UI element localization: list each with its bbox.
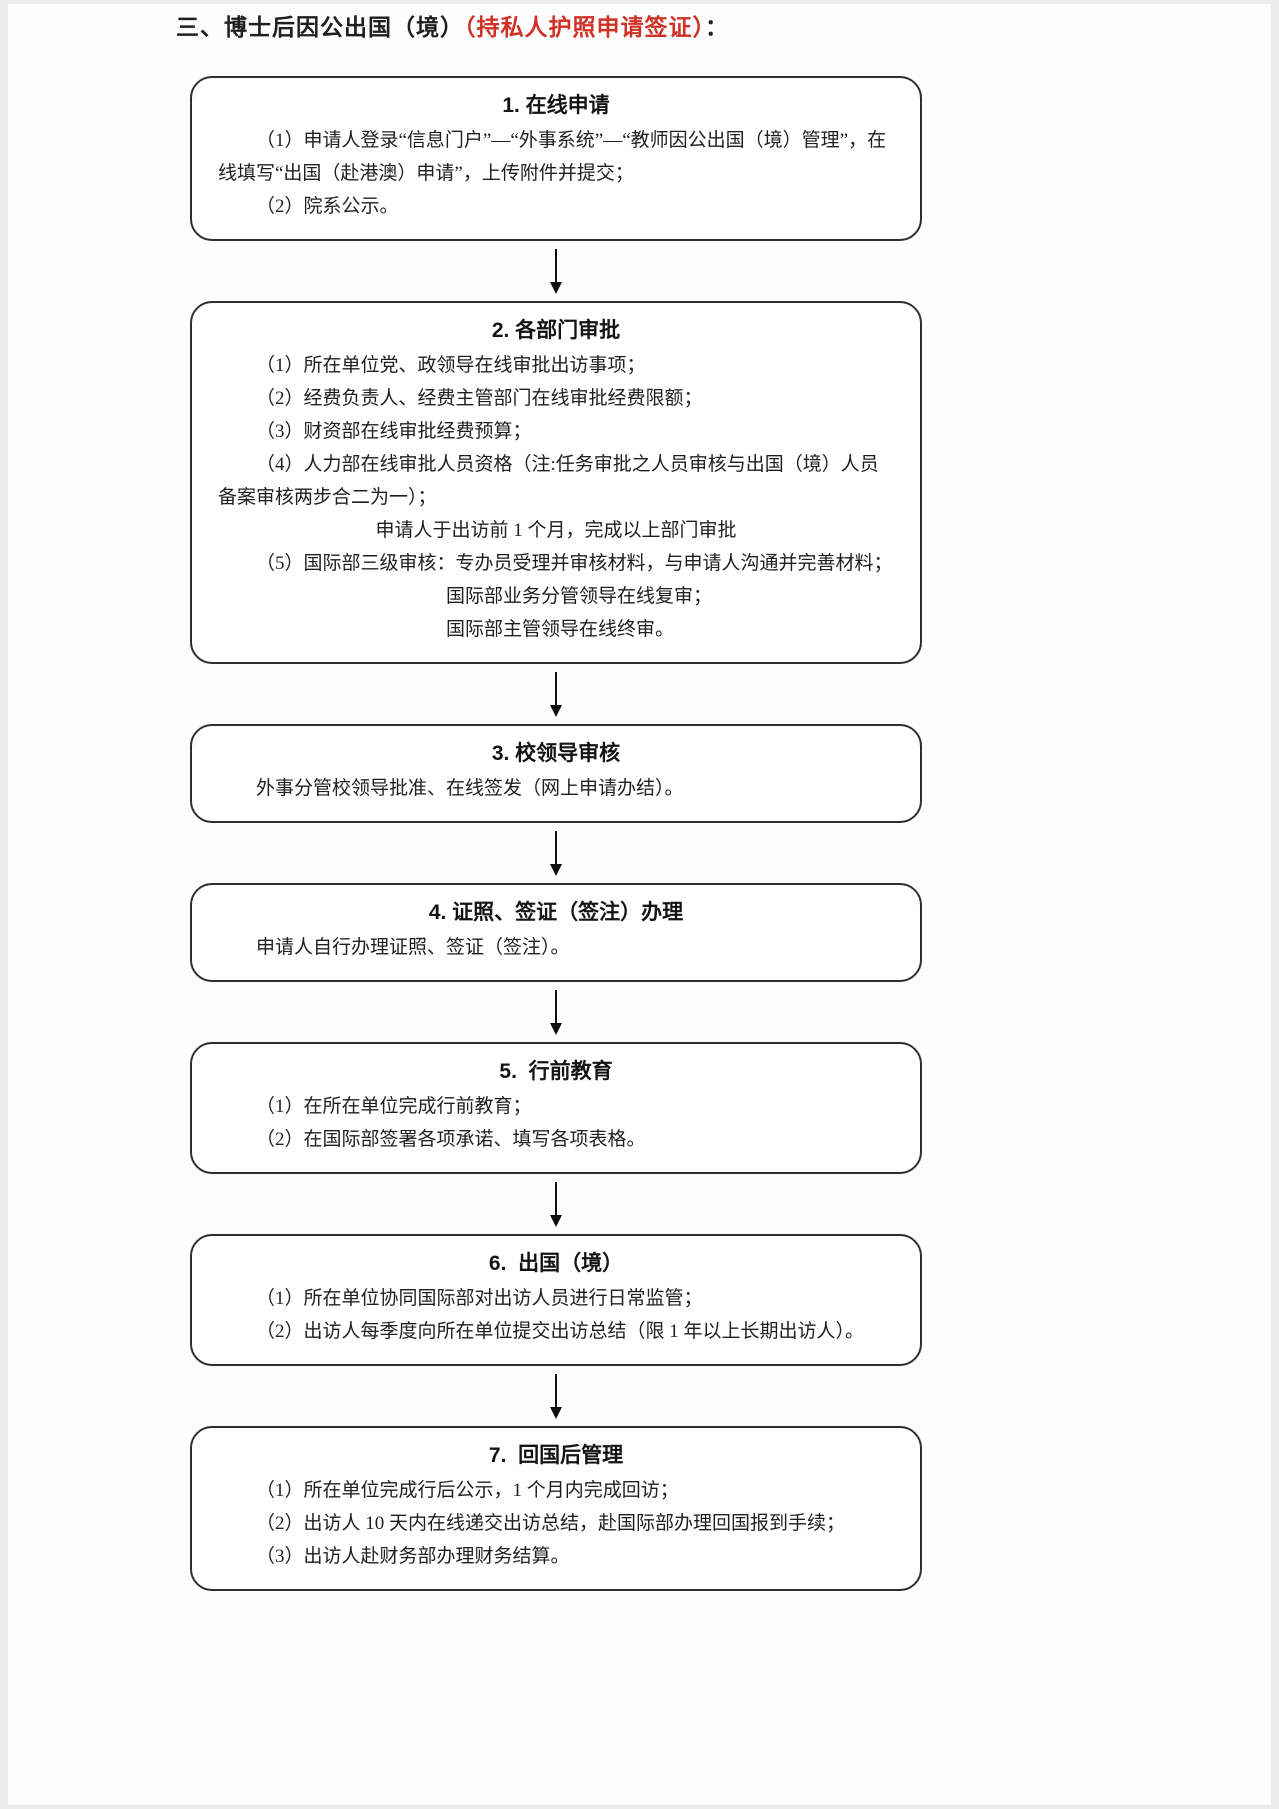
flow-box-line: （2）院系公示。 — [256, 196, 399, 217]
flow-box-7: 7. 回国后管理 （1）所在单位完成行后公示，1 个月内完成回访； （2）出访人 1… — [190, 1426, 922, 1591]
flow-box-line: （1）所在单位完成行后公示，1 个月内完成回访； — [256, 1480, 679, 1501]
arrow-head — [550, 1215, 562, 1227]
page-title: 三、博士后因公出国（境）（持私人护照申请签证）： — [8, 4, 1271, 42]
arrow-head — [550, 864, 562, 876]
arrow-shaft — [555, 1374, 557, 1407]
flow-box-1: 1. 在线申请 （1）申请人登录“信息门户”—“外事系统”—“教师因公出国（境）管… — [190, 76, 922, 241]
flow-box-6: 6. 出国（境） （1）所在单位协同国际部对出访人员进行日常监管； （2）出访人每季… — [190, 1234, 922, 1366]
arrow-head — [550, 705, 562, 717]
flow-box-line: （1）所在单位协同国际部对出访人员进行日常监管； — [256, 1288, 703, 1309]
arrow-shaft — [555, 831, 557, 864]
down-arrow-icon — [548, 672, 564, 717]
flow-box-title: 7. 回国后管理 — [488, 1444, 624, 1467]
flow-box-line: 国际部主管领导在线终审。 — [446, 619, 675, 640]
arrow-head — [550, 1023, 562, 1035]
down-arrow-icon — [548, 249, 564, 294]
flow-box-line: （2）经费负责人、经费主管部门在线审批经费限额； — [256, 388, 703, 409]
flow-box-5: 5. 行前教育 （1）在所在单位完成行前教育； （2）在国际部签署各项承诺、填写各项… — [190, 1042, 922, 1174]
flow-box-line: （1）所在单位党、政领导在线审批出访事项； — [256, 355, 646, 376]
flow-box-line: （2）出访人每季度向所在单位提交出访总结（限 1 年以上长期出访人）。 — [256, 1321, 865, 1342]
flowchart: 1. 在线申请 （1）申请人登录“信息门户”—“外事系统”—“教师因公出国（境）管… — [190, 76, 922, 1591]
flow-box-2: 2. 各部门审批 （1）所在单位党、政领导在线审批出访事项； （2）经费负责人、经费… — [190, 301, 922, 664]
flow-box-title: 4. 证照、签证（签注）办理 — [428, 901, 684, 924]
flow-box-line: 国际部业务分管领导在线复审； — [446, 586, 713, 607]
flow-box-3: 3. 校领导审核外事分管校领导批准、在线签发（网上申请办结）。 — [190, 724, 922, 823]
page-title-highlight: （持私人护照申请签证） — [464, 14, 705, 40]
down-arrow-icon — [548, 1374, 564, 1419]
flow-box-line: （2）在国际部签署各项承诺、填写各项表格。 — [256, 1129, 646, 1150]
arrow-head — [550, 1407, 562, 1419]
flow-box-line: （3）财资部在线审批经费预算； — [256, 421, 532, 442]
flow-box-line: 申请人于出访前 1 个月，完成以上部门审批 — [375, 520, 737, 541]
flow-box-line: （3）出访人赴财务部办理财务结算。 — [256, 1546, 570, 1567]
arrow-shaft — [555, 249, 557, 282]
flow-box-title: 6. 出国（境） — [488, 1252, 624, 1275]
arrow-shaft — [555, 672, 557, 705]
arrow-shaft — [555, 1182, 557, 1215]
down-arrow-icon — [548, 990, 564, 1035]
flow-box-line: （1）在所在单位完成行前教育； — [256, 1096, 532, 1117]
arrow-head — [550, 282, 562, 294]
page-title-colon: ： — [705, 14, 729, 40]
flow-box-line: 申请人自行办理证照、签证（签注）。 — [256, 937, 570, 958]
flow-box-line: 外事分管校领导批准、在线签发（网上申请办结）。 — [256, 778, 684, 799]
flow-box-line: （1）申请人登录“信息门户”—“外事系统”—“教师因公出国（境）管理”，在线填写… — [218, 130, 887, 184]
flow-box-line: （2）出访人 10 天内在线递交出访总结，赴国际部办理回国报到手续； — [256, 1513, 846, 1534]
flow-box-title: 3. 校领导审核 — [491, 742, 621, 765]
flow-box-line: （5）国际部三级审核：专办员受理并审核材料，与申请人沟通并完善材料； — [256, 553, 893, 574]
flow-box-title: 1. 在线申请 — [502, 94, 610, 117]
arrow-shaft — [555, 990, 557, 1023]
flow-box-4: 4. 证照、签证（签注）办理申请人自行办理证照、签证（签注）。 — [190, 883, 922, 982]
down-arrow-icon — [548, 1182, 564, 1227]
down-arrow-icon — [548, 831, 564, 876]
flow-box-line: （4）人力部在线审批人员资格（注:任务审批之人员审核与出国（境）人员备案审核两步… — [218, 454, 879, 508]
flow-box-title: 2. 各部门审批 — [491, 319, 621, 342]
page-title-main: 三、博士后因公出国（境） — [176, 14, 464, 40]
document-page: 三、博士后因公出国（境）（持私人护照申请签证）： 1. 在线申请 （1）申请人登录… — [8, 4, 1271, 1805]
flow-box-title: 5. 行前教育 — [499, 1060, 613, 1083]
